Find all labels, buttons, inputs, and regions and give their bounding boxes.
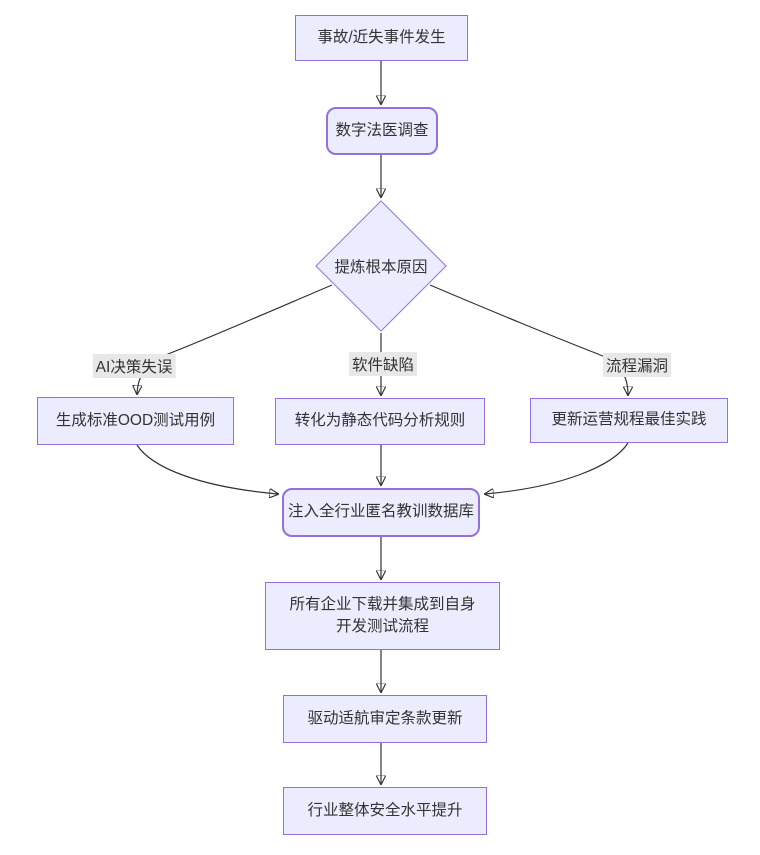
node-database: 注入全行业匿名教训数据库 xyxy=(282,488,480,537)
node-ood-tests: 生成标准OOD测试用例 xyxy=(37,397,234,445)
edge-label-ai-decision: AI决策失误 xyxy=(92,354,176,378)
node-incident: 事故/近失事件发生 xyxy=(295,15,468,61)
node-airworthiness-label: 驱动适航审定条款更新 xyxy=(307,709,463,727)
node-forensics-label: 数字法医调查 xyxy=(335,121,429,139)
edge-label-process-loophole: 流程漏洞 xyxy=(602,353,672,377)
node-integrate-label-line1: 所有企业下载并集成到自身 xyxy=(289,595,476,613)
node-incident-label: 事故/近失事件发生 xyxy=(317,28,446,46)
node-integrate: 所有企业下载并集成到自身 开发测试流程 xyxy=(265,582,500,650)
edge-label-software-defect: 软件缺陷 xyxy=(348,352,418,376)
node-ood-tests-label: 生成标准OOD测试用例 xyxy=(55,411,216,429)
node-industry-safety-label: 行业整体安全水平提升 xyxy=(307,801,463,819)
node-airworthiness: 驱动适航审定条款更新 xyxy=(283,695,487,743)
node-static-rules: 转化为静态代码分析规则 xyxy=(275,398,485,445)
edge-opspractices-database xyxy=(485,442,629,494)
node-static-rules-label: 转化为静态代码分析规则 xyxy=(294,412,466,430)
edge-rootcause-opspractices xyxy=(429,284,628,395)
node-database-label: 注入全行业匿名教训数据库 xyxy=(287,503,474,521)
node-ops-practices: 更新运营规程最佳实践 xyxy=(530,398,728,443)
edge-oodtests-database xyxy=(136,444,278,494)
node-forensics: 数字法医调查 xyxy=(326,107,438,155)
node-ops-practices-label: 更新运营规程最佳实践 xyxy=(551,411,707,429)
node-root-cause-label: 提炼根本原因 xyxy=(334,259,428,276)
node-integrate-label-line2: 开发测试流程 xyxy=(335,618,429,635)
node-industry-safety: 行业整体安全水平提升 xyxy=(283,787,487,835)
node-root-cause: 提炼根本原因 xyxy=(314,199,448,333)
